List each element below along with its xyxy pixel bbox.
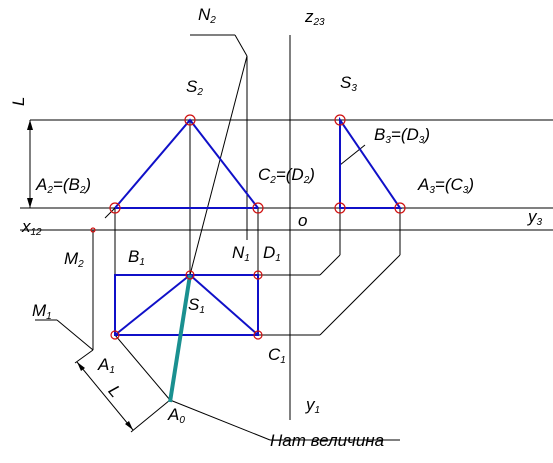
label-a1: A1 xyxy=(97,355,115,376)
label-c2-d2: C2=(D2) xyxy=(258,165,315,186)
arc-a-construction xyxy=(319,254,401,336)
point-s3 xyxy=(334,114,346,126)
ext-line-a0 xyxy=(130,399,171,433)
m2-diagonal xyxy=(104,207,116,219)
dimension-arrow-top-1 xyxy=(27,120,33,130)
point-d1 xyxy=(253,270,263,280)
label-a2-b2: A2=(B2) xyxy=(35,175,91,196)
side-view-triangle xyxy=(339,116,402,209)
b3-leader xyxy=(339,144,366,166)
label-s3: S3 xyxy=(340,73,357,94)
label-s1: S1 xyxy=(188,295,205,316)
label-x12: x12 xyxy=(21,217,42,238)
construction-lines xyxy=(20,34,553,441)
label-z23: z23 xyxy=(304,7,325,28)
label-l-bottom: L xyxy=(104,382,125,401)
point-c1 xyxy=(253,330,263,340)
m1-leader xyxy=(56,319,94,351)
top-view-edge-a1-s1 xyxy=(114,274,191,336)
label-m2: M2 xyxy=(64,249,84,270)
label-s2: S2 xyxy=(186,77,203,98)
point-a1 xyxy=(110,330,120,340)
point-s2 xyxy=(184,114,196,126)
s2-n2-line xyxy=(189,55,248,276)
dimension-line-bottom xyxy=(76,361,134,431)
dimension-arrow-top-2 xyxy=(27,198,33,208)
dimension-arrow-bottom-2 xyxy=(125,421,133,430)
arc-b-construction xyxy=(319,254,341,276)
front-view-triangle xyxy=(114,118,259,209)
point-markers xyxy=(90,114,406,340)
label-n2: N2 xyxy=(198,5,216,26)
label-y3: y3 xyxy=(527,207,543,228)
point-a3 xyxy=(394,202,406,214)
label-true-length: Нат величина xyxy=(270,431,384,450)
label-d1: D1 xyxy=(263,243,281,264)
label-b3-d3: B3=(D3) xyxy=(374,125,430,146)
label-m1: M1 xyxy=(32,301,52,322)
label-l-top: L xyxy=(9,97,28,106)
ext-line-a1 xyxy=(74,349,94,364)
top-view-edge-s1-c1 xyxy=(189,274,259,336)
label-c1: C1 xyxy=(268,345,286,366)
nat-leader-diagonal xyxy=(169,399,271,441)
label-n1: N1 xyxy=(232,243,250,264)
point-s1 xyxy=(185,270,195,280)
label-b1: B1 xyxy=(128,247,145,268)
label-y1: y1 xyxy=(305,395,320,416)
point-c2 xyxy=(252,202,264,214)
point-a2 xyxy=(109,202,121,214)
object-outlines xyxy=(114,116,402,336)
true-length-base xyxy=(114,334,171,401)
point-m2 xyxy=(90,227,96,233)
label-a0: A0 xyxy=(167,405,185,426)
point-b3 xyxy=(334,202,346,214)
true-length-segment xyxy=(168,274,192,403)
n2-leader-diagonal xyxy=(234,34,248,57)
labels: N2 z23 S2 S3 L B3=(D3) A2=(B2) C2=(D2) A… xyxy=(9,5,543,450)
dimension-arrow-bottom-1 xyxy=(77,362,85,371)
label-o: o xyxy=(298,211,307,230)
label-a3-c3: A3=(C3) xyxy=(417,175,474,196)
